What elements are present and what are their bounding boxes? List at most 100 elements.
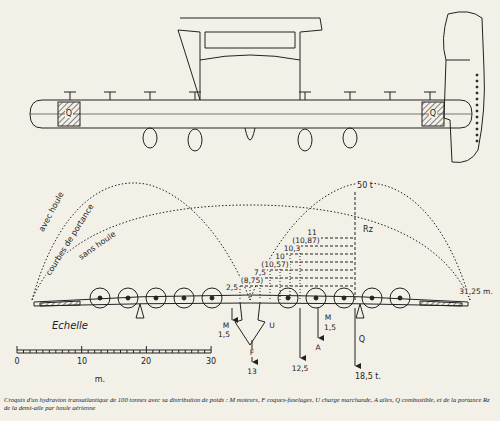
window <box>476 80 478 82</box>
engine-disc <box>118 288 138 308</box>
engine-hub <box>342 296 346 300</box>
scale-label: 30 <box>205 358 217 366</box>
scale-tick <box>68 350 69 353</box>
window <box>476 110 478 112</box>
window <box>476 134 478 136</box>
lift-ordinate <box>280 254 355 255</box>
engine-nacelle <box>305 92 306 100</box>
float <box>143 128 157 148</box>
lift-curve <box>32 205 470 300</box>
fuel-tank <box>40 301 80 306</box>
float <box>343 128 357 148</box>
window <box>476 116 478 118</box>
dimension-label: 1,5 <box>217 331 231 339</box>
hull-nose <box>245 128 255 140</box>
dimension-label: (8,75) <box>240 277 265 285</box>
scale-tick <box>152 350 153 353</box>
dimension-label: 2,5 <box>225 284 239 292</box>
float <box>188 129 202 151</box>
engine-hub <box>314 296 318 300</box>
window <box>476 122 478 124</box>
fuel-tank <box>58 102 80 126</box>
scale-tick <box>126 350 127 353</box>
lift-ordinate <box>260 270 355 271</box>
scale-tick <box>36 350 37 353</box>
scale-tick <box>185 350 186 353</box>
dimension-label: 31,25 m. <box>458 288 494 296</box>
scale-tick <box>55 350 56 353</box>
dimension-label: 11 <box>306 229 318 237</box>
weight-arrow <box>232 308 233 320</box>
engine-nacelle <box>70 92 71 100</box>
engine-hub <box>210 296 214 300</box>
lift-curve <box>250 183 470 300</box>
engine-disc <box>202 288 222 308</box>
propeller <box>384 92 396 93</box>
side-view-hull <box>443 12 484 163</box>
dimension-label: M <box>222 322 230 330</box>
engine-hub <box>154 296 158 300</box>
weight-arrow <box>300 308 301 358</box>
scale-tick <box>159 350 160 353</box>
scale-label: 10 <box>76 358 88 366</box>
weight-arrow <box>318 308 319 338</box>
scale-tick <box>75 350 76 353</box>
engine-nacelle <box>110 92 111 100</box>
front-hull <box>235 302 265 345</box>
scale-label: 20 <box>140 358 152 366</box>
window <box>476 86 478 88</box>
engine-disc <box>390 288 410 308</box>
float <box>298 129 312 151</box>
scale-tick <box>204 350 205 353</box>
figure-caption: Croquis d'un hydravion transatlantique d… <box>4 396 496 412</box>
engine-disc <box>306 288 326 308</box>
scale-tick <box>211 346 212 353</box>
propeller <box>299 92 311 93</box>
scale-tick <box>172 350 173 353</box>
front-wing <box>34 295 468 306</box>
scale-tick <box>198 350 199 353</box>
dimension-label: (10,87) <box>291 237 320 245</box>
window <box>476 74 478 76</box>
engine-nacelle <box>430 92 431 100</box>
scale-label: 0 <box>13 358 20 366</box>
scale-tick <box>101 350 102 353</box>
engine-hub <box>126 296 130 300</box>
propeller <box>104 92 116 93</box>
dimension-label: 1,5 <box>323 324 337 332</box>
engine-nacelle <box>150 92 151 100</box>
scale-tick <box>146 346 147 353</box>
side-view-wing <box>446 60 470 61</box>
load-label: 50 t <box>356 182 374 190</box>
scale-tick <box>107 350 108 353</box>
tail-plane <box>205 32 295 48</box>
lift-ordinate <box>250 278 355 279</box>
wing-spar <box>30 114 472 115</box>
propeller <box>344 92 356 93</box>
scale-tick <box>139 350 140 353</box>
dimension-label: 7,5 <box>253 269 267 277</box>
dimension-label: U <box>268 322 276 330</box>
scale-tick <box>120 350 121 353</box>
engine-nacelle <box>195 92 196 100</box>
engine-hub <box>370 296 374 300</box>
curve-label: sans houle <box>77 230 118 262</box>
scale-tick <box>165 350 166 353</box>
engine-disc <box>334 288 354 308</box>
engine-disc <box>362 288 382 308</box>
dimension-label: 18,5 t. <box>354 373 382 381</box>
window <box>476 104 478 106</box>
engine-disc <box>278 288 298 308</box>
wing <box>30 100 472 128</box>
dimension-label: A <box>314 344 321 352</box>
dimension-label: 10 <box>274 253 286 261</box>
scale-tick <box>88 350 89 353</box>
propeller <box>189 92 201 93</box>
curve-label: avec houle <box>38 190 67 234</box>
window <box>476 128 478 130</box>
scale-label: Echelle <box>51 321 89 331</box>
dimension-label: (10,57) <box>260 261 289 269</box>
axis-label: Rz <box>362 226 374 234</box>
engine-hub <box>398 296 402 300</box>
